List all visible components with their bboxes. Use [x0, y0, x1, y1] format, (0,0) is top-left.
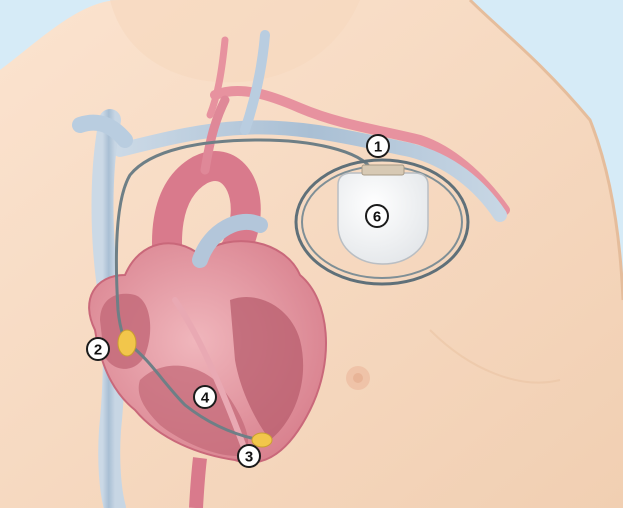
ventricular-electrode: [252, 433, 272, 447]
callout-1-label: 1: [374, 139, 382, 156]
callout-3-label: 3: [245, 449, 253, 466]
callout-4-label: 4: [201, 390, 210, 407]
callout-6-label: 6: [373, 209, 381, 226]
callout-2: 2: [87, 338, 109, 360]
callout-2-label: 2: [94, 342, 102, 359]
callout-3: 3: [238, 445, 260, 467]
nipple-center: [353, 373, 363, 383]
atrial-electrode: [118, 330, 136, 356]
pacemaker-header: [362, 165, 404, 175]
inferior-vena-cava: [196, 458, 200, 508]
callout-6: 6: [366, 205, 388, 227]
callout-1: 1: [367, 135, 389, 157]
callout-4: 4: [194, 386, 216, 408]
